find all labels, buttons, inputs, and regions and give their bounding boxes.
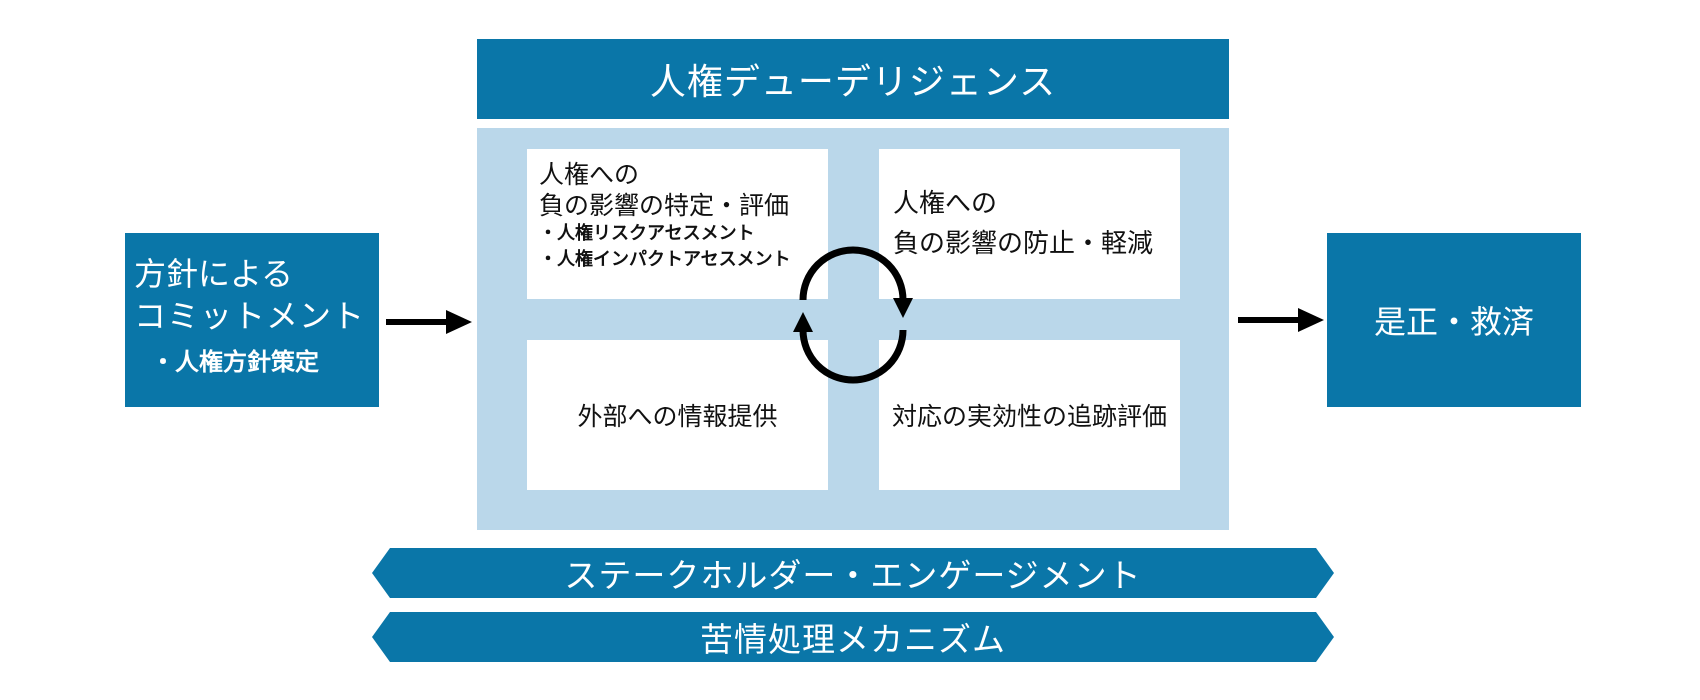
box-identify-sub1: ・人権リスクアセスメント (539, 223, 755, 244)
policy-commitment-box: 方針による コミットメント ・人権方針策定 (125, 233, 379, 407)
policy-line3: ・人権方針策定 (151, 348, 319, 376)
box-prevent-line1: 人権への (893, 189, 998, 219)
box-identify-sub2: ・人権インパクトアセスメント (539, 249, 791, 270)
policy-line2: コミットメント (134, 297, 366, 335)
header-title: 人権デューデリジェンス (477, 39, 1229, 119)
box-tracking-label: 対応の実効性の追跡評価 (891, 402, 1167, 431)
box-tracking: 対応の実効性の追跡評価 (879, 340, 1180, 490)
policy-line1: 方針による (134, 255, 294, 293)
box-identify-line2: 負の影響の特定・評価 (539, 191, 790, 220)
box-prevent-line2: 負の影響の防止・軽減 (893, 229, 1154, 259)
circular-arrows-icon (793, 246, 913, 384)
box-disclosure-label: 外部への情報提供 (577, 402, 778, 431)
stakeholder-engagement-band: ステークホルダー・エンゲージメント (372, 548, 1334, 598)
right-arrow-icon (386, 310, 472, 334)
remedy-box: 是正・救済 (1327, 233, 1581, 407)
box-prevent-mitigate: 人権への 負の影響の防止・軽減 (879, 149, 1180, 299)
box-disclosure: 外部への情報提供 (527, 340, 828, 490)
box-identify-assess: 人権への 負の影響の特定・評価 ・人権リスクアセスメント ・人権インパクトアセス… (527, 149, 828, 299)
remedy-label: 是正・救済 (1373, 303, 1534, 341)
grievance-mechanism-band: 苦情処理メカニズム (372, 612, 1334, 662)
right-arrow-icon (1238, 308, 1324, 332)
box-identify-line1: 人権への (539, 160, 640, 189)
